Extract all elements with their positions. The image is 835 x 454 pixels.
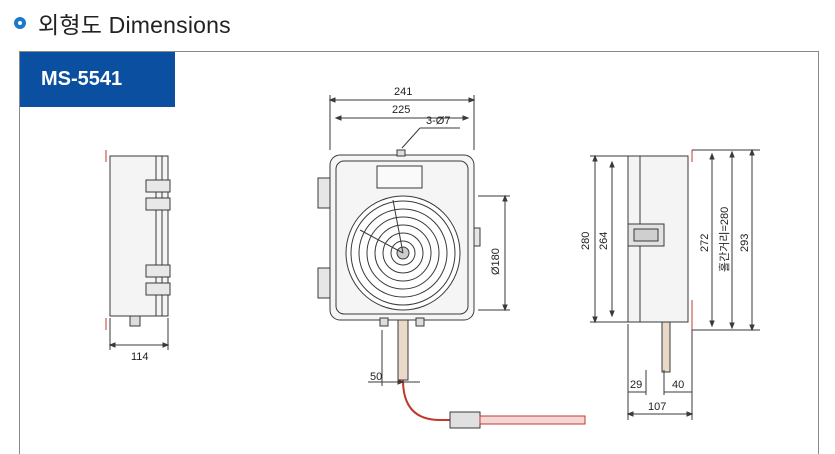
model-label: MS-5541 — [41, 68, 123, 90]
dim-probe-offset: 50 — [370, 371, 382, 383]
dim-right-height-total: 293 — [739, 234, 751, 252]
drawing-frame — [19, 51, 819, 454]
front-view — [317, 95, 586, 429]
model-tab: MS-5541 — [20, 52, 175, 107]
dim-dial-diameter: Ø180 — [490, 248, 502, 275]
left-side-view — [105, 150, 171, 350]
bullet-icon — [14, 17, 26, 29]
dim-right-height-overall: 280 — [580, 232, 592, 250]
dim-right-depth-29: 29 — [630, 379, 642, 391]
dim-right-height-272: 272 — [699, 234, 711, 252]
page-title: 외형도 Dimensions — [38, 12, 231, 38]
dim-right-depth-40: 40 — [672, 379, 684, 391]
title-row: 외형도 Dimensions — [14, 8, 231, 38]
dim-mounting-distance: 홀간거리=280 — [718, 207, 731, 272]
dim-right-height-inner: 264 — [598, 232, 610, 250]
dim-front-overall-width: 241 — [394, 86, 412, 98]
dim-left-width: 114 — [131, 351, 149, 363]
dim-right-depth-107: 107 — [648, 401, 666, 413]
right-side-view — [590, 148, 760, 420]
dim-mounting-holes: 3-Ø7 — [426, 115, 450, 127]
dim-front-body-width: 225 — [392, 104, 410, 116]
